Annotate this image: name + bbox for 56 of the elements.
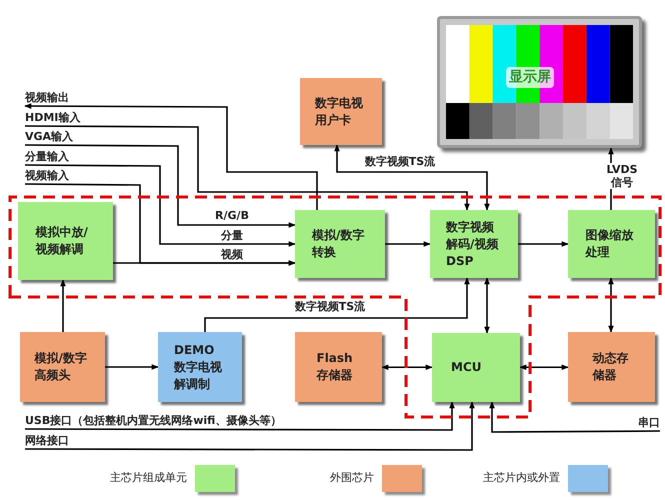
screen-label: 显示屏 <box>506 67 554 88</box>
chip-unit-box <box>18 202 113 280</box>
box-label: DEMO 数字电视解调制 <box>174 342 223 392</box>
arrow <box>105 364 159 370</box>
box-label: MCU <box>451 359 482 376</box>
chip-unit-box <box>568 210 655 278</box>
arrow <box>113 260 296 266</box>
arrow <box>385 241 431 247</box>
edge-label: 视频 <box>220 248 244 261</box>
chip-unit-box <box>295 210 385 278</box>
arrow <box>518 241 569 247</box>
display-screen <box>437 16 642 148</box>
signal-label: 串口 <box>628 415 660 431</box>
demod-box <box>158 332 242 402</box>
box-label: 动态存储器 <box>592 350 630 384</box>
arrow <box>25 125 470 211</box>
arrow <box>489 401 660 433</box>
chip-unit-box <box>430 210 518 278</box>
signal-label: HDMI输入 <box>25 110 87 126</box>
peripheral-chip-box <box>568 332 655 402</box>
signal-label: 分量输入 <box>25 149 77 165</box>
signal-label: USB接口（包括整机内置无线网络wifi、摄像头等） <box>25 413 325 429</box>
signal-label: 网络接口 <box>25 433 77 449</box>
edge-label: 分量 <box>220 229 244 242</box>
legend-label: 主芯片组成单元 <box>110 470 187 486</box>
arrow <box>204 277 470 332</box>
box-label: Flash存储器 <box>316 350 354 384</box>
signal-label: 视频输入 <box>25 168 77 184</box>
box-label: 模拟/数字转换 <box>312 227 366 261</box>
edge-label: 数字视频TS流 <box>294 300 366 313</box>
arrow <box>60 279 66 332</box>
arrow <box>25 164 296 247</box>
box-label: 数字电视用户卡 <box>315 94 364 128</box>
arrow <box>484 277 490 334</box>
arrow <box>25 144 296 228</box>
arrow <box>25 401 455 431</box>
peripheral-chip-box <box>300 78 382 145</box>
arrow <box>24 103 318 210</box>
box-label: 图像缩放处理 <box>586 227 634 261</box>
signal-label: VGA输入 <box>25 129 81 145</box>
edge-label: 数字视频TS流 <box>364 155 436 168</box>
chip-unit-box <box>432 333 520 402</box>
arrow <box>25 401 475 451</box>
peripheral-chip-box <box>295 332 382 402</box>
box-label: 模拟/数字高频头 <box>34 350 88 384</box>
edge-label: R/G/B <box>214 209 250 222</box>
arrow <box>608 277 614 333</box>
arrow <box>334 144 490 211</box>
box-label: 模拟中放/视频解调 <box>36 224 89 258</box>
legend-label: 主芯片内或外置 <box>483 470 560 486</box>
peripheral-chip-box <box>20 332 105 402</box>
legend-label: 外围芯片 <box>330 470 374 486</box>
arrow <box>519 364 569 370</box>
box-label: 数字视频解码/视频DSP <box>446 218 500 270</box>
arrow <box>381 364 433 370</box>
signal-label: 视频输出 <box>25 90 77 106</box>
